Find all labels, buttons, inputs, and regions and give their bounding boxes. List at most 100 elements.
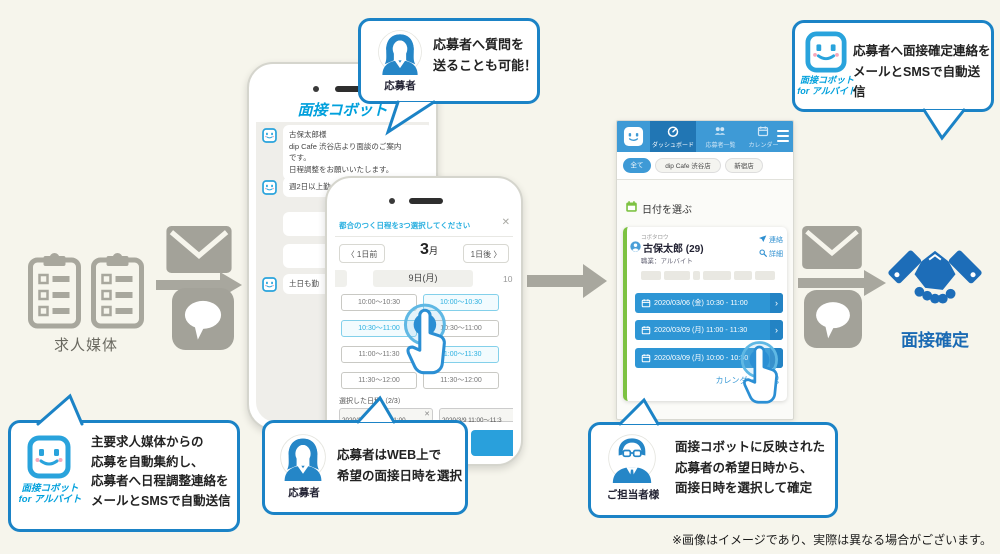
- confirm-button[interactable]: [471, 430, 513, 456]
- chat-message: 古保太郎様 dip Cafe 渋谷店より面談のご案内 です。 日程調整をお願いい…: [283, 125, 429, 180]
- clipboard-icon: [89, 250, 146, 330]
- robot-app-icon: [623, 126, 644, 147]
- applicant-kana: コボタロウ: [641, 235, 669, 241]
- phone-speaker: [335, 86, 371, 92]
- chip-close-icon[interactable]: ✕: [424, 411, 430, 418]
- chat-icon: [804, 290, 862, 348]
- bubble-text: 応募者へ面接確定連絡を メールとSMSで自動送信: [853, 44, 991, 100]
- tap-cursor-icon: [734, 336, 792, 416]
- bubble-tail: [922, 108, 966, 141]
- current-date-pill[interactable]: 9日(月): [373, 270, 473, 287]
- time-slot[interactable]: 11:00〜11:30: [341, 346, 417, 363]
- gauge-icon: [667, 125, 679, 137]
- bubble-tail: [356, 395, 396, 424]
- picker-content: 都合のつく日程を3つ選択してください ✕ 〈 1日前 3月 1日後 〉 9日(月…: [335, 214, 513, 462]
- phone-camera: [389, 198, 395, 204]
- app-logo: 面接コボット: [297, 102, 388, 119]
- slot-label: 2020/03/09 (月) 10:00 - 10:30: [654, 353, 749, 362]
- tab-calendar[interactable]: カレンダー: [745, 121, 782, 152]
- tag-chip: [641, 271, 661, 280]
- robot-avatar-icon: [262, 128, 277, 143]
- job-media-label: 求人媒体: [53, 337, 118, 354]
- close-icon[interactable]: ✕: [501, 217, 510, 228]
- logo-line1: 面接コボット: [21, 483, 79, 494]
- flow-arrow: [798, 270, 886, 296]
- person-icon: [630, 241, 641, 252]
- chevron-right-icon: ›: [770, 320, 783, 340]
- time-slot[interactable]: 11:30〜12:00: [341, 372, 417, 389]
- applicant-name: 古保太郎 (29): [643, 244, 704, 255]
- handshake-icon: [886, 244, 984, 324]
- robot-logo-icon: [805, 31, 847, 73]
- contact-link[interactable]: 連絡: [759, 235, 783, 245]
- bubble-tail: [385, 100, 436, 136]
- phone-camera: [313, 86, 319, 92]
- filter-all[interactable]: 全て: [623, 158, 651, 173]
- bubble-text: 応募者へ質問を 送ることも可能！: [433, 37, 538, 73]
- slot-label: 2020/03/06 (金) 10:30 - 11:00: [654, 298, 748, 307]
- mail-icon: [166, 226, 232, 273]
- next-day-button[interactable]: 1日後 〉: [463, 244, 509, 263]
- schedule-slot-button[interactable]: 2020/03/09 (月) 11:00 - 11:30 ›: [635, 320, 783, 340]
- tag-chip: [734, 271, 752, 280]
- calendar-icon: [757, 125, 769, 137]
- date-pill-partial: [335, 270, 347, 287]
- month-number: 3: [420, 241, 429, 258]
- avatar-label: ご担当者様: [606, 489, 660, 501]
- robot-avatar-icon: [262, 277, 277, 292]
- filter-store[interactable]: 新宿店: [725, 158, 763, 173]
- filter-row: 全て dip Cafe 渋谷店 新宿店: [617, 152, 793, 179]
- logo-line1: 面接コボット: [799, 75, 854, 85]
- green-calendar-icon: [625, 200, 638, 213]
- magnifier-icon: [759, 249, 767, 257]
- logo-line2: for アルバイト: [797, 85, 857, 96]
- speech-bubble-confirm-notify: 面接コボット for アルバイト 応募者へ面接確定連絡を メールとSMSで自動送…: [792, 20, 994, 112]
- tag-chip: [703, 271, 731, 280]
- manager-avatar: [607, 433, 657, 483]
- chevron-right-icon: ›: [770, 293, 783, 313]
- robot-avatar-icon: [262, 180, 277, 195]
- people-icon: [714, 125, 726, 137]
- month-label: 3月: [401, 241, 457, 259]
- tab-applicants[interactable]: 応募者一覧: [698, 121, 743, 152]
- applicant-job: 職業：アルバイト: [641, 258, 693, 265]
- prev-day-button[interactable]: 〈 1日前: [339, 244, 385, 263]
- hamburger-menu-icon[interactable]: [777, 130, 789, 144]
- tab-label: ダッシュボード: [651, 143, 694, 149]
- picker-title: 都合のつく日程を3つ選択してください: [339, 221, 471, 230]
- tag-chip: [693, 271, 700, 280]
- bubble-text: 応募者はWEB上で 希望の面接日時を選択: [337, 448, 463, 483]
- tab-label: カレンダー: [748, 143, 779, 149]
- selected-chip[interactable]: 2020/3/9 11:00〜11:3: [439, 408, 513, 424]
- calendar-icon: [641, 353, 651, 363]
- tab-dashboard[interactable]: ダッシュボード: [650, 121, 696, 152]
- selected-schedule-label: 選択した日程（2/3）: [339, 398, 405, 405]
- slot-label: 2020/03/09 (月) 11:00 - 11:30: [654, 325, 748, 334]
- robot-logo-text: 面接コボット for アルバイト: [795, 75, 859, 97]
- schedule-slot-button[interactable]: 2020/03/06 (金) 10:30 - 11:00 ›: [635, 293, 783, 313]
- bubble-text: 主要求人媒体からの 応募を自動集約し、 応募者へ日程調整連絡を メールとSMSで…: [91, 435, 231, 508]
- logo-line2: for アルバイト: [18, 494, 82, 506]
- mail-icon: [802, 226, 862, 269]
- calendar-icon: [641, 325, 651, 335]
- avatar-label: 応募者: [384, 80, 416, 92]
- section-title: 日付を選ぶ: [642, 205, 692, 216]
- speech-bubble-manager-confirm: ご担当者様 面接コボットに反映された 応募者の希望日時から、 面接日時を選択して…: [588, 422, 838, 518]
- time-slot[interactable]: 11:30〜12:00: [423, 372, 499, 389]
- chat-icon: [172, 288, 234, 350]
- tag-chip: [664, 271, 690, 280]
- dashboard-header: ダッシュボード 応募者一覧 カレンダー: [617, 121, 793, 152]
- divider: [617, 179, 793, 180]
- filter-store[interactable]: dip Cafe 渋谷店: [655, 158, 721, 173]
- bubble-tail: [36, 393, 84, 426]
- flow-arrow: [527, 264, 607, 298]
- applicant-avatar: [279, 433, 327, 481]
- bubble-tail: [618, 397, 660, 426]
- time-slot-selected[interactable]: 10:00〜10:30: [423, 294, 499, 311]
- avatar-label: 応募者: [288, 487, 320, 499]
- interview-confirmed-label: 面接確定: [901, 331, 969, 350]
- time-slot[interactable]: 10:00〜10:30: [341, 294, 417, 311]
- detail-link[interactable]: 詳細: [759, 249, 783, 259]
- robot-logo-text: 面接コボット for アルバイト: [13, 483, 87, 506]
- tap-cursor-icon: [396, 300, 462, 386]
